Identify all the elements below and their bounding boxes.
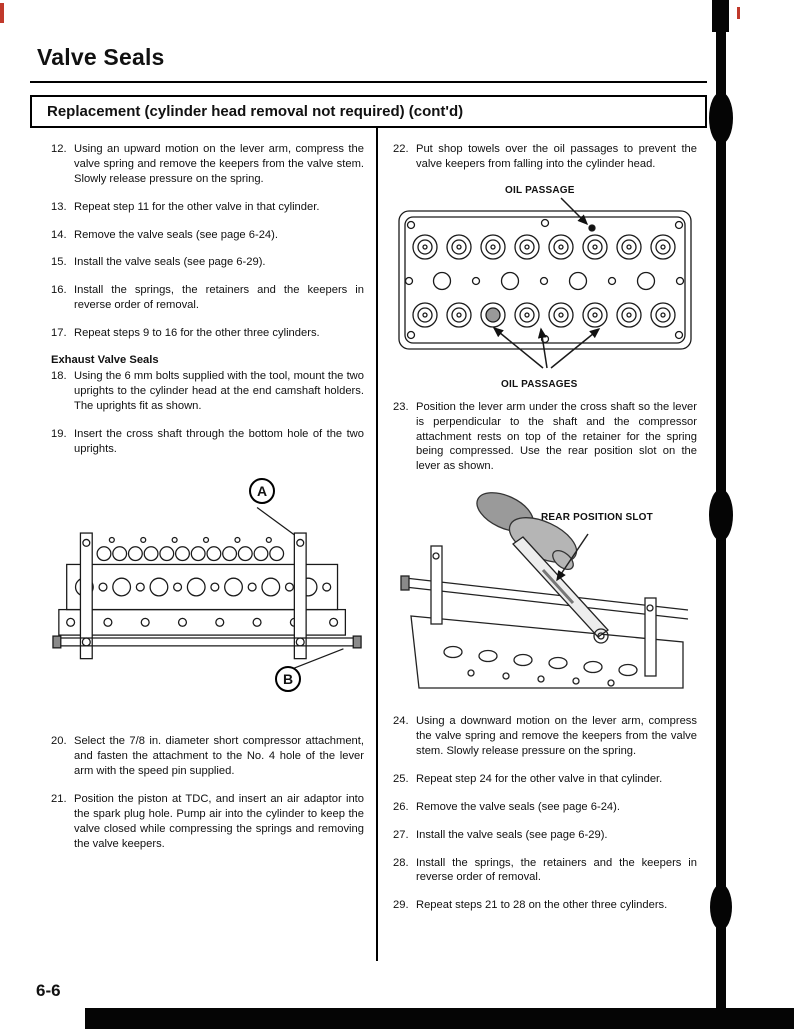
step-text: Repeat steps 9 to 16 for the other three… — [74, 327, 320, 340]
step-19: 19. Insert the cross shaft through the b… — [51, 427, 364, 457]
step-number: 20. — [51, 735, 67, 748]
scan-artifact — [737, 7, 740, 19]
step-text: Position the lever arm under the cross s… — [416, 400, 697, 473]
step-22: 22. Put shop towels over the oil passage… — [393, 142, 697, 172]
step-text: Using the 6 mm bolts supplied with the t… — [74, 370, 364, 412]
step-23: 23. Position the lever arm under the cro… — [393, 400, 697, 474]
step-15: 15. Install the valve seals (see page 6-… — [51, 255, 364, 270]
scan-bottom-bar — [85, 1008, 794, 1029]
oil-passages-figure: OIL PASSAGE OIL PASSAGES — [393, 185, 697, 390]
step-26: 26. Remove the valve seals (see page 6-2… — [393, 800, 697, 815]
spine-bump — [709, 489, 733, 541]
step-number: 28. — [393, 856, 409, 869]
step-text: Insert the cross shaft through the botto… — [74, 427, 364, 455]
step-number: 24. — [393, 715, 409, 728]
book-spine-cap — [712, 0, 729, 32]
uprights-cross-shaft-figure: A B — [51, 478, 364, 698]
callout-a: A — [249, 478, 275, 505]
step-text: Repeat step 24 for the other valve in th… — [416, 772, 663, 785]
step-text: Position the piston at TDC, and insert a… — [74, 793, 364, 850]
step-number: 21. — [51, 793, 67, 806]
step-number: 29. — [393, 899, 409, 912]
scan-artifact — [0, 3, 4, 23]
step-text: Using an upward motion on the lever arm,… — [74, 143, 364, 185]
step-27: 27. Install the valve seals (see page 6-… — [393, 828, 697, 843]
step-number: 23. — [393, 400, 409, 413]
step-21: 21. Position the piston at TDC, and inse… — [51, 792, 364, 852]
right-column: 22. Put shop towels over the oil passage… — [378, 128, 707, 961]
step-number: 27. — [393, 828, 409, 841]
step-25: 25. Repeat step 24 for the other valve i… — [393, 772, 697, 787]
step-text: Repeat step 11 for the other valve in th… — [74, 200, 320, 213]
step-text: Install the valve seals (see page 6-29). — [416, 828, 608, 841]
step-text: Repeat steps 21 to 28 on the other three… — [416, 899, 668, 912]
cylinder-head-side-view-drawing — [52, 507, 362, 670]
two-column-body: 12. Using an upward motion on the lever … — [30, 128, 707, 961]
left-column: 12. Using an upward motion on the lever … — [30, 128, 378, 961]
step-text: Remove the valve seals (see page 6-24). — [74, 228, 278, 241]
title-rule — [30, 81, 707, 83]
spine-bump — [709, 92, 733, 144]
cylinder-head-top-view-drawing — [398, 197, 692, 369]
step-text: Remove the valve seals (see page 6-24). — [416, 800, 620, 813]
rear-position-slot-figure: REAR POSITION SLOT — [393, 490, 697, 700]
step-number: 19. — [51, 427, 67, 440]
step-text: Install the springs, the retainers and t… — [416, 856, 697, 884]
step-29: 29. Repeat steps 21 to 28 on the other t… — [393, 898, 697, 913]
step-number: 15. — [51, 256, 67, 269]
step-28: 28. Install the springs, the retainers a… — [393, 856, 697, 886]
content-box: Replacement (cylinder head removal not r… — [30, 95, 707, 961]
rear-position-slot-label: REAR POSITION SLOT — [541, 512, 653, 524]
section-header: Replacement (cylinder head removal not r… — [30, 95, 707, 128]
step-14: 14. Remove the valve seals (see page 6-2… — [51, 228, 364, 243]
callout-b: B — [275, 666, 301, 693]
step-number: 12. — [51, 143, 67, 155]
step-13: 13. Repeat step 11 for the other valve i… — [51, 200, 364, 215]
oil-passages-label: OIL PASSAGES — [501, 378, 578, 390]
lever-arm-drawing — [400, 492, 689, 689]
step-text: Install the valve seals (see page 6-29). — [74, 256, 266, 269]
page-number: 6-6 — [36, 981, 61, 1000]
step-number: 17. — [51, 327, 67, 340]
page-title: Valve Seals — [37, 44, 165, 70]
step-24: 24. Using a downward motion on the lever… — [393, 714, 697, 759]
step-text: Install the springs, the retainers and t… — [74, 284, 364, 312]
step-number: 26. — [393, 800, 409, 813]
oil-passage-label: OIL PASSAGE — [505, 184, 575, 196]
step-12: 12. Using an upward motion on the lever … — [51, 142, 364, 187]
step-number: 14. — [51, 228, 67, 241]
step-20: 20. Select the 7/8 in. diameter short co… — [51, 734, 364, 779]
step-number: 13. — [51, 200, 67, 213]
step-18: 18. Using the 6 mm bolts supplied with t… — [51, 369, 364, 414]
step-16: 16. Install the springs, the retainers a… — [51, 283, 364, 313]
step-number: 22. — [393, 143, 409, 155]
step-text: Select the 7/8 in. diameter short compre… — [74, 735, 364, 778]
step-text: Put shop towels over the oil passages to… — [416, 143, 697, 170]
step-number: 16. — [51, 284, 67, 297]
step-number: 18. — [51, 370, 67, 383]
exhaust-valve-seals-subheading: Exhaust Valve Seals — [51, 354, 159, 367]
step-number: 25. — [393, 772, 409, 785]
step-17: 17. Repeat steps 9 to 16 for the other t… — [51, 326, 364, 341]
step-text: Using a downward motion on the lever arm… — [416, 715, 697, 758]
spine-bump — [710, 884, 732, 930]
